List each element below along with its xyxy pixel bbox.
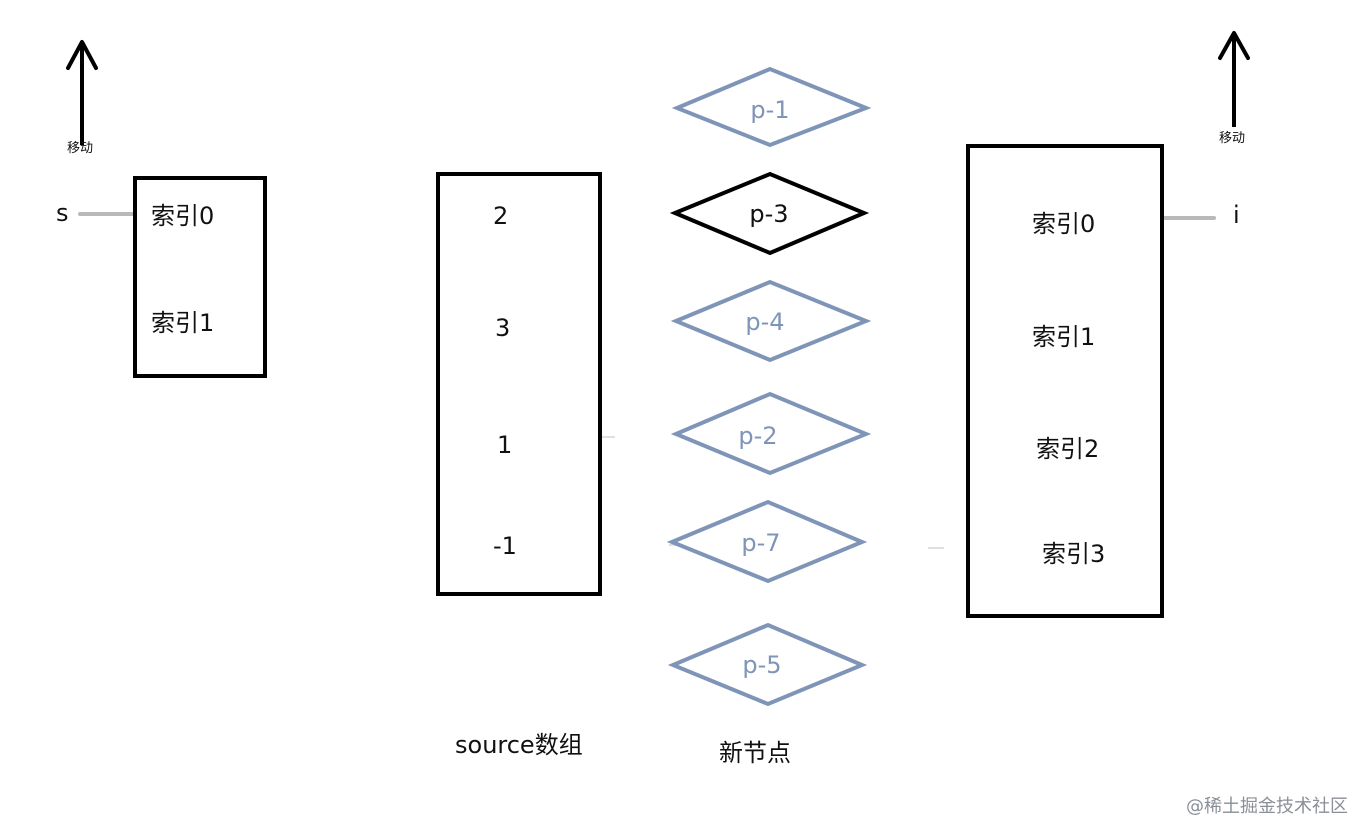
watermark: @稀土掘金技术社区 — [1186, 796, 1348, 817]
diamond-p4 — [670, 279, 872, 363]
left-up-arrow-icon — [66, 40, 98, 145]
diamond-p2 — [670, 391, 872, 476]
diamond-p1 — [671, 66, 872, 148]
node-label-p1: p-1 — [750, 96, 790, 124]
diamond-p3 — [669, 171, 870, 256]
right-index-box: 索引0 索引1 索引2 索引3 — [966, 144, 1164, 618]
left-move-label: 移动 — [67, 141, 94, 156]
node-label-p3: p-3 — [749, 200, 789, 228]
right-index-item-0: 索引0 — [1032, 210, 1096, 238]
left-index-item-1: 索引1 — [151, 309, 215, 337]
source-value-2: 1 — [497, 431, 513, 459]
diamond-p5 — [667, 622, 868, 707]
node-label-p4: p-4 — [745, 308, 785, 336]
source-array-caption: source数组 — [455, 731, 583, 759]
left-pointer-label: s — [56, 199, 69, 227]
node-label-p2: p-2 — [738, 422, 778, 450]
diamond-p7 — [666, 499, 868, 584]
right-pointer-label: i — [1233, 201, 1240, 229]
node-label-p7: p-7 — [741, 529, 781, 557]
right-index-item-1: 索引1 — [1032, 323, 1096, 351]
new-nodes-caption: 新节点 — [719, 739, 791, 767]
left-index-item-0: 索引0 — [151, 202, 215, 230]
left-index-box: 索引0 索引1 — [133, 176, 267, 378]
right-move-label: 移动 — [1219, 131, 1246, 146]
right-up-arrow-icon — [1218, 31, 1250, 127]
right-index-item-2: 索引2 — [1036, 435, 1100, 463]
right-index-item-3: 索引3 — [1042, 540, 1106, 568]
source-value-3: -1 — [493, 532, 517, 560]
source-value-1: 3 — [495, 314, 511, 342]
node-label-p5: p-5 — [742, 651, 782, 679]
source-value-0: 2 — [493, 202, 509, 230]
source-array-box: 2 3 1 -1 — [436, 172, 602, 596]
